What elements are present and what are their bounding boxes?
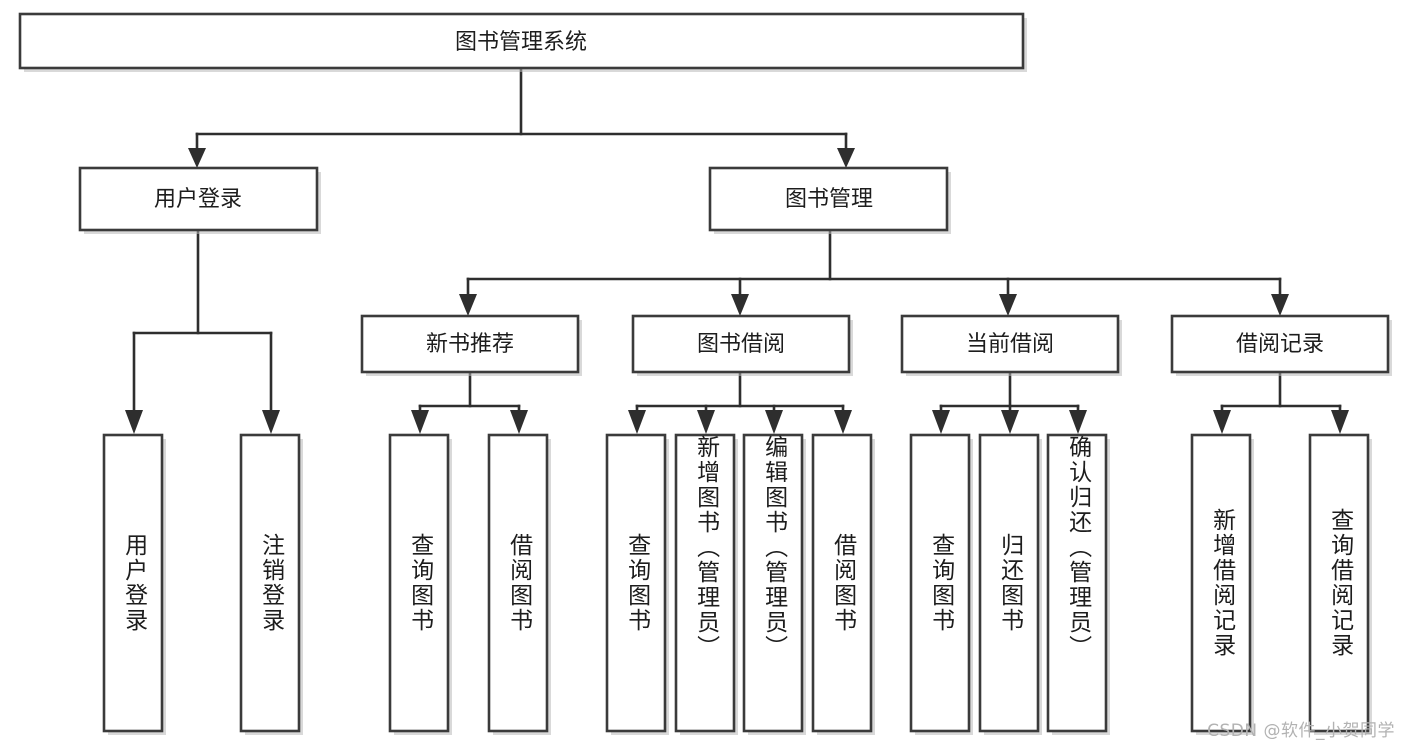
connector-level2-to-level3 bbox=[459, 230, 1289, 316]
leaf-return-book[interactable] bbox=[978, 433, 1042, 735]
node-new-book-recommend-label: 新书推荐 bbox=[426, 332, 514, 357]
node-current-borrow-label: 当前借阅 bbox=[966, 332, 1054, 357]
connector-newbook-to-leaves bbox=[411, 372, 528, 434]
leaf-borrow-book[interactable] bbox=[811, 433, 875, 735]
node-user-login-label: 用户登录 bbox=[154, 187, 242, 212]
leaf-confirm-return-admin[interactable] bbox=[1046, 433, 1110, 735]
connector-root-to-level2 bbox=[188, 68, 855, 168]
node-book-borrow-label: 图书借阅 bbox=[697, 332, 785, 357]
connector-currentborrow-to-leaves bbox=[932, 372, 1087, 434]
connector-userlogin-to-leaves bbox=[125, 230, 280, 434]
node-borrow-record[interactable]: 借阅记录 bbox=[1170, 314, 1392, 376]
node-book-borrow[interactable]: 图书借阅 bbox=[631, 314, 853, 376]
leaf-add-borrow-record[interactable] bbox=[1190, 433, 1254, 735]
leaf-query-book-borrow[interactable] bbox=[605, 433, 669, 735]
watermark-text: CSDN @软件_小贺同学 bbox=[1207, 721, 1395, 741]
leaf-borrow-book-newbook[interactable] bbox=[487, 433, 551, 735]
leaf-user-login[interactable] bbox=[102, 433, 166, 735]
node-book-management-label: 图书管理 bbox=[785, 187, 873, 212]
node-root-label: 图书管理系统 bbox=[455, 30, 587, 55]
leaf-add-book-admin[interactable] bbox=[674, 433, 738, 735]
leaf-query-borrow-record[interactable] bbox=[1308, 433, 1372, 735]
leaf-logout-login[interactable] bbox=[239, 433, 303, 735]
leaf-query-book-newbook[interactable] bbox=[388, 433, 452, 735]
node-book-management[interactable]: 图书管理 bbox=[708, 166, 951, 234]
leaf-query-book-current[interactable] bbox=[909, 433, 973, 735]
connector-borrowrecord-to-leaves bbox=[1213, 372, 1349, 434]
connector-bookborrow-to-leaves bbox=[628, 372, 852, 434]
node-root[interactable]: 图书管理系统 bbox=[18, 12, 1027, 72]
node-user-login[interactable]: 用户登录 bbox=[78, 166, 321, 234]
node-borrow-record-label: 借阅记录 bbox=[1236, 332, 1324, 357]
node-new-book-recommend[interactable]: 新书推荐 bbox=[360, 314, 582, 376]
leaf-edit-book-admin[interactable] bbox=[742, 433, 806, 735]
node-current-borrow[interactable]: 当前借阅 bbox=[900, 314, 1122, 376]
